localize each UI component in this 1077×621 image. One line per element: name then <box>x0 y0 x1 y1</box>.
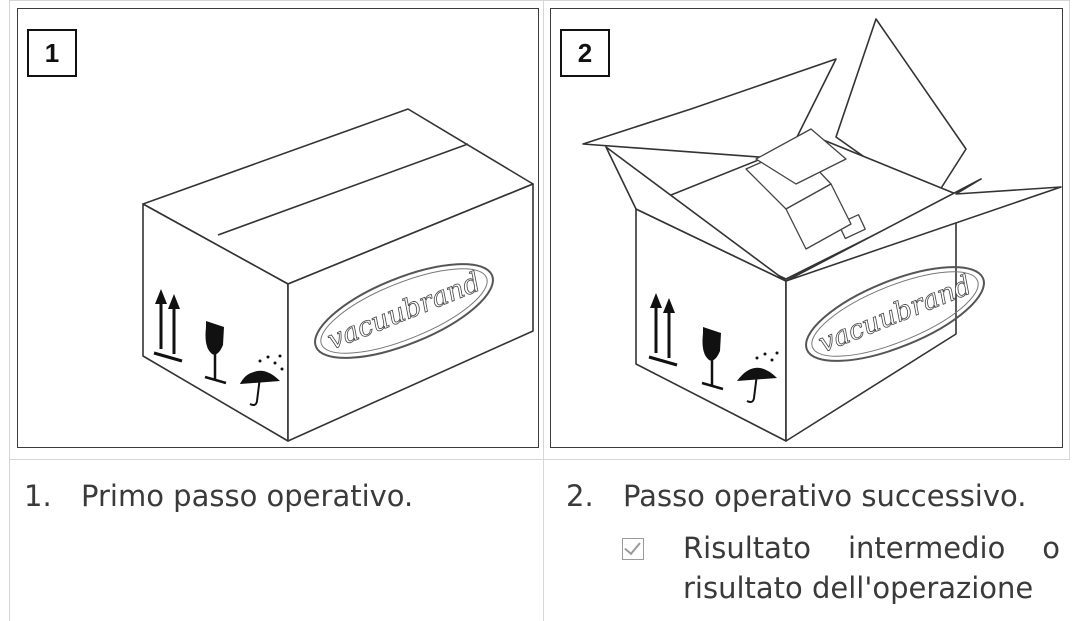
device-front <box>785 183 852 250</box>
box-front-left-flap <box>605 146 787 282</box>
checkbox-checked-icon <box>622 528 682 568</box>
step-item-1: 1. Primo passo operativo. <box>24 476 413 516</box>
step-number: 2. <box>566 479 594 513</box>
table-column-divider <box>543 0 544 621</box>
box-tape-seam <box>217 143 469 236</box>
figure-number-badge: 2 <box>560 29 610 77</box>
box-right-face <box>287 183 534 442</box>
this-way-up-icon <box>648 301 678 367</box>
fragile-glass-icon <box>701 327 724 391</box>
box-front-right-flap <box>785 178 1062 282</box>
arrow-up-icon <box>168 294 180 309</box>
figure-closed-box: 1 <box>17 8 539 448</box>
keep-dry-umbrella-icon <box>737 351 779 403</box>
result-text: Risultato intermedio o risultato dell'op… <box>683 531 1060 605</box>
keep-dry-umbrella-icon <box>240 354 284 406</box>
open-box-illustration: vacuubrand <box>582 18 1062 442</box>
arrow-up-icon <box>663 298 675 313</box>
arrow-up-icon <box>155 289 167 304</box>
step-text: Primo passo operativo. <box>81 479 414 513</box>
step-text: Passo operativo successivo. <box>623 479 1027 513</box>
box-back-left-flap <box>582 58 837 160</box>
figure-number-badge: 1 <box>27 29 77 77</box>
step-number: 1. <box>24 479 52 513</box>
closed-box-illustration: vacuubrand <box>142 108 534 442</box>
table-row-divider <box>9 459 1070 460</box>
this-way-up-icon <box>153 297 183 363</box>
table-top-border <box>9 0 1070 1</box>
step-item-2: 2. Passo operativo successivo. <box>566 476 1026 516</box>
arrow-up-icon <box>650 293 662 308</box>
fragile-glass-icon <box>204 321 227 385</box>
table-left-border <box>9 0 10 621</box>
device-top <box>755 128 847 185</box>
table-right-border <box>1069 0 1070 460</box>
figure-open-box: 2 <box>550 8 1063 448</box>
